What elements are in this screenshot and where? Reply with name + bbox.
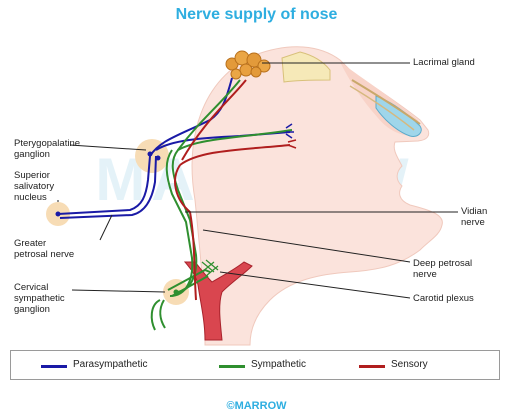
legend-label-sympathetic: Sympathetic (251, 359, 307, 370)
carotid-artery (183, 261, 253, 341)
label-vidian-nerve: Vidian nerve (461, 206, 487, 228)
label-line: Cervical (14, 282, 49, 293)
label-greater-petrosal: Greater petrosal nerve (14, 238, 74, 260)
legend-label-parasympathetic: Parasympathetic (73, 359, 148, 370)
legend-swatch-parasympathetic (41, 365, 67, 368)
label-line: sympathetic (14, 293, 65, 304)
label-line: nerve (413, 269, 437, 280)
carotid-plexus (201, 259, 219, 277)
nasal-cavity-line (351, 79, 421, 125)
label-lacrimal-gland: Lacrimal gland (413, 57, 475, 68)
label-line: Vidian (461, 206, 488, 217)
label-line: nerve (461, 217, 485, 228)
orbit-bone (281, 51, 331, 83)
leader-lines (57, 62, 458, 299)
label-line: Deep petrosal (413, 258, 473, 269)
label-superior-salivatory: Superior salivatory nucleus (14, 170, 54, 203)
label-line: ganglion (14, 149, 50, 160)
legend-swatch-sympathetic (219, 365, 245, 368)
label-line: ganglion (14, 304, 50, 315)
label-line: petrosal nerve (14, 249, 75, 260)
diagram-title: Nerve supply of nose (175, 6, 338, 23)
label-line: Superior (14, 170, 50, 181)
label-carotid-plexus: Carotid plexus (413, 293, 474, 304)
nasal-cavity-line (349, 85, 415, 131)
pterygopalatine-ganglion (135, 139, 169, 173)
footer-copyright: ©MARROW (226, 400, 287, 412)
face-silhouette (191, 46, 443, 346)
label-line: nucleus (14, 192, 47, 203)
label-cervical-ganglion: Cervical sympathetic ganglion (14, 282, 65, 315)
label-pterygopalatine: Pterygopalatine ganglion (14, 138, 80, 160)
label-line: Pterygopalatine (14, 138, 81, 149)
legend: Parasympathetic Sympathetic Sensory (10, 350, 500, 380)
label-line: salivatory (14, 181, 55, 192)
label-line: Greater (14, 238, 47, 249)
label-deep-petrosal: Deep petrosal nerve (413, 258, 472, 280)
legend-swatch-sensory (359, 365, 385, 368)
legend-label-sensory: Sensory (391, 359, 428, 370)
